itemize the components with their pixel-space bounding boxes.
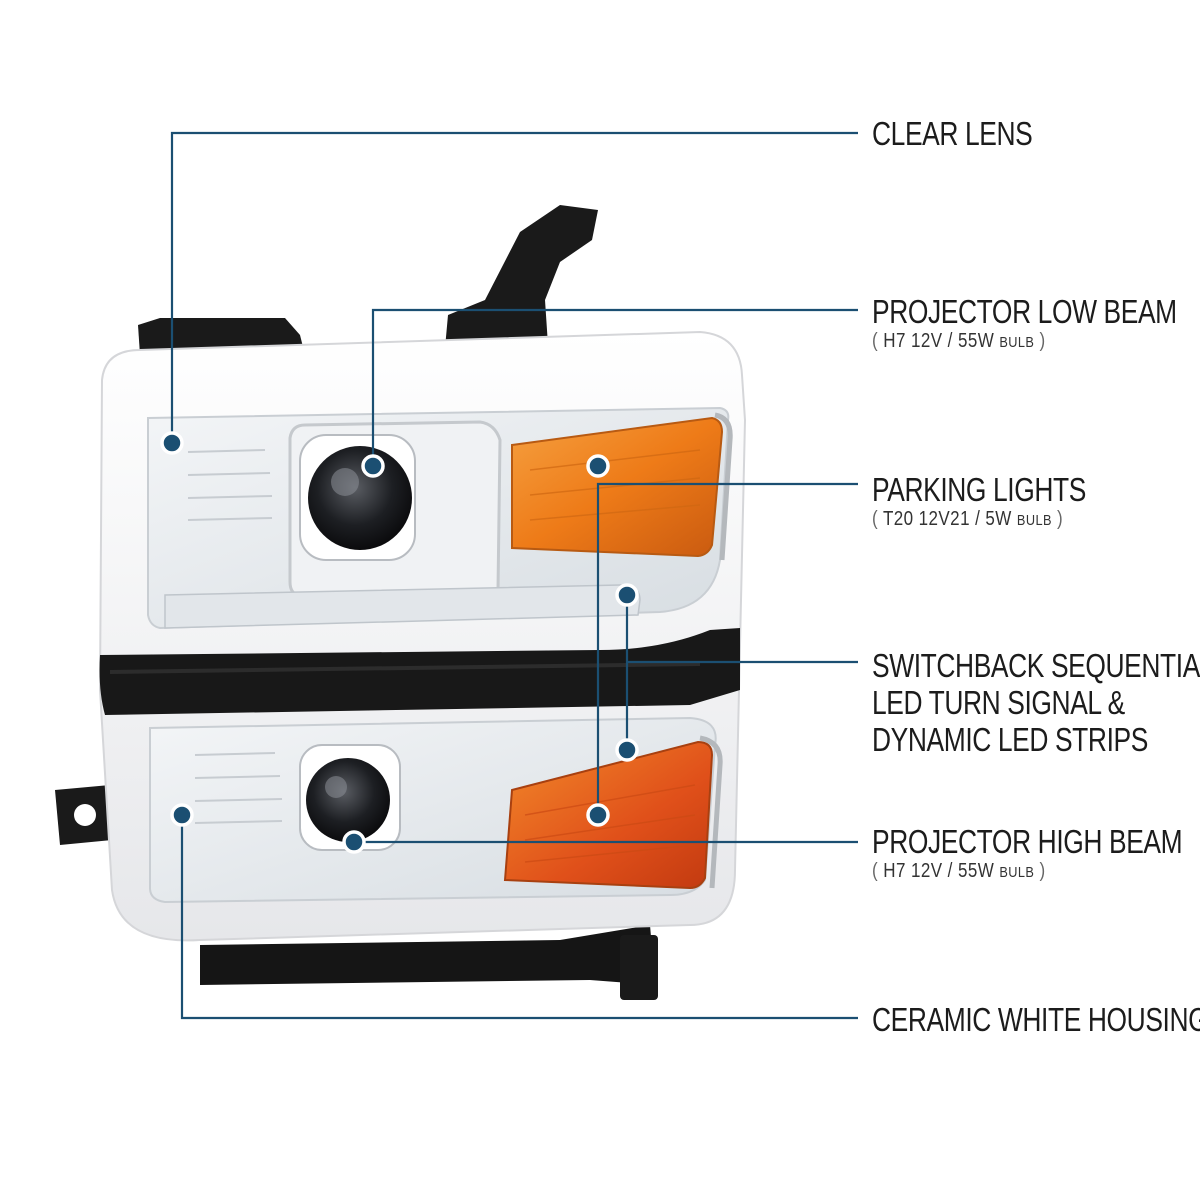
callout-projector-low-beam — [361, 308, 858, 478]
upper-projector-lens — [308, 446, 412, 550]
callout-lines — [160, 131, 858, 1020]
label-title: CLEAR LENS — [872, 115, 1033, 152]
label-spec: ( H7 12V / 55W BULB ) — [872, 330, 1196, 354]
spec-open-paren: ( — [872, 860, 879, 882]
callout-dot-marker — [586, 803, 610, 827]
label-title: PROJECTOR LOW BEAM — [872, 293, 1177, 330]
spec-close-paren: ) — [1039, 860, 1046, 882]
label-title: PROJECTOR HIGH BEAM — [872, 823, 1183, 860]
callout-dot-marker — [361, 454, 385, 478]
callout-clear-lens — [160, 131, 858, 455]
callout-dot-marker — [615, 738, 639, 762]
callout-leader-line — [371, 308, 858, 466]
callout-dot-marker — [615, 583, 639, 607]
label-parking-lights: PARKING LIGHTS ( T20 12V21 / 5W BULB ) — [872, 471, 1139, 532]
spec-unit: BULB — [1016, 512, 1052, 529]
label-title-line-3: DYNAMIC LED STRIPS — [872, 721, 1148, 758]
spec-text: T20 12V21 / 5W — [882, 508, 1012, 530]
spec-open-paren: ( — [872, 330, 879, 352]
callout-dot-marker — [586, 454, 610, 478]
label-clear-lens: CLEAR LENS — [872, 115, 1072, 152]
label-title: PARKING LIGHTS — [872, 471, 1086, 508]
label-spec: ( T20 12V21 / 5W BULB ) — [872, 508, 1099, 532]
callout-leader-line — [596, 482, 858, 815]
callout-ceramic-white-housing — [170, 803, 858, 1020]
callout-parking-lights — [586, 454, 858, 827]
callout-dot-marker — [160, 431, 184, 455]
spec-text: H7 12V / 55W — [883, 860, 995, 882]
headlight-illustration — [55, 205, 747, 1000]
label-projector-high-beam: PROJECTOR HIGH BEAM ( H7 12V / 55W BULB … — [872, 823, 1200, 884]
callout-dot-marker — [342, 830, 366, 854]
callout-leader-line — [170, 131, 858, 443]
spec-text: H7 12V / 55W — [883, 330, 995, 352]
callout-dot-marker — [170, 803, 194, 827]
spec-open-paren: ( — [872, 508, 879, 530]
label-projector-low-beam: PROJECTOR LOW BEAM ( H7 12V / 55W BULB ) — [872, 293, 1200, 354]
label-title: CERAMIC WHITE HOUSING — [872, 1001, 1200, 1038]
lower-projector-lens — [306, 758, 390, 842]
spec-close-paren: ) — [1057, 508, 1064, 530]
label-switchback: SWITCHBACK SEQUENTIAL LED TURN SIGNAL & … — [872, 647, 1200, 758]
spec-unit: BULB — [999, 864, 1035, 881]
label-title-line-1: SWITCHBACK SEQUENTIAL — [872, 647, 1200, 684]
separator-band — [99, 628, 741, 715]
label-title-line-2: LED TURN SIGNAL & — [872, 684, 1125, 721]
label-ceramic-white-housing: CERAMIC WHITE HOUSING — [872, 1001, 1200, 1038]
spec-unit: BULB — [999, 334, 1035, 351]
callout-switchback — [615, 583, 858, 762]
mounting-bracket-right — [445, 205, 598, 348]
spec-close-paren: ) — [1039, 330, 1046, 352]
callout-leader-line — [180, 815, 858, 1020]
callout-projector-high-beam — [342, 830, 858, 854]
label-spec: ( H7 12V / 55W BULB ) — [872, 860, 1200, 884]
lower-trim — [200, 925, 655, 985]
